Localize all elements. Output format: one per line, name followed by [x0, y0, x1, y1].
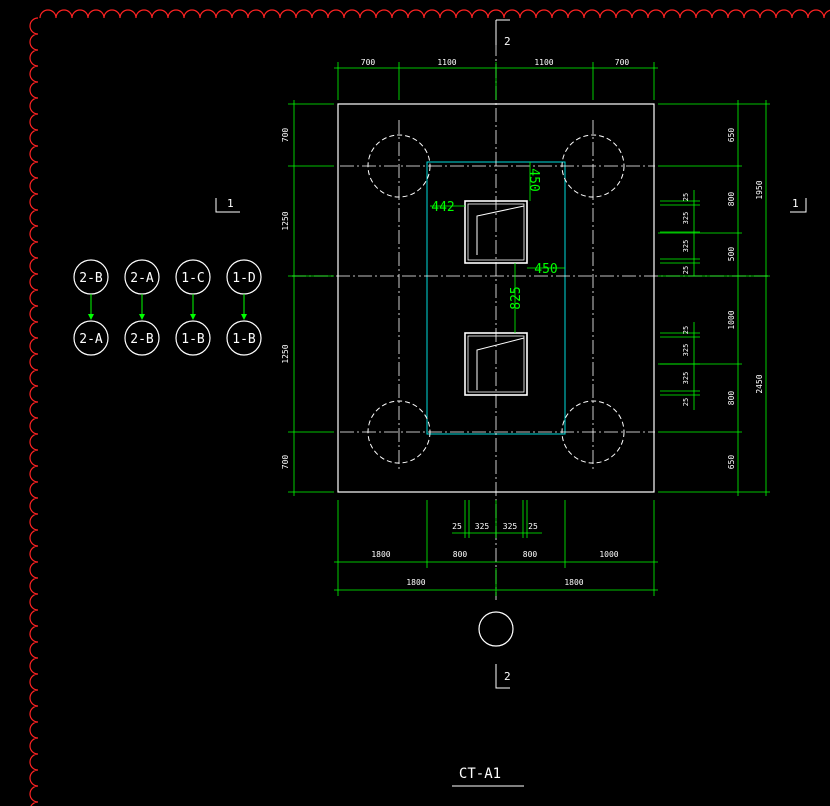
- piles: [367, 134, 625, 464]
- dim-bottom-mid-0: 1800: [371, 550, 390, 559]
- dim-top-2: 1100: [534, 58, 553, 67]
- axis-pair-arrowhead: [190, 314, 196, 320]
- column-top: [464, 200, 528, 264]
- axis-pair-0: 2-B 2-A: [73, 259, 109, 356]
- axis-bubble-bottom: [175, 320, 211, 356]
- dim-inner-825: 825: [509, 286, 524, 309]
- dim-right-small-upper-0: 25: [682, 193, 690, 201]
- axis-bubble-bottom: [478, 611, 514, 647]
- dimension-lines: [288, 62, 770, 596]
- dim-right-inner-3: 1000: [727, 310, 736, 329]
- section-label-right: 1: [792, 197, 799, 210]
- axis-pair-arrowhead: [241, 314, 247, 320]
- dim-top-3: 700: [615, 58, 630, 67]
- revision-cloud-border: [29, 9, 830, 806]
- axis-bubble-label-top: 1-C: [181, 271, 204, 286]
- dim-right-inner-4: 800: [727, 391, 736, 406]
- section-label-left: 1: [227, 197, 234, 210]
- axis-pair-arrowhead: [88, 314, 94, 320]
- pile-top-left: [367, 134, 431, 198]
- axis-bubble-legend: 2-B 2-A 2-A 2-B 1-C 1-B 1-D 1-B: [73, 259, 262, 356]
- dim-inner-442: 442: [431, 200, 454, 215]
- axis-bubble-label-top: 2-B: [79, 271, 103, 286]
- axis-bubble-bottom: [226, 320, 262, 356]
- dim-right-small-lower-2: 325: [682, 372, 690, 385]
- axis-bubble-label-top: 1-D: [232, 271, 256, 286]
- pile-top-right: [561, 134, 625, 198]
- dim-bottom-small-2: 325: [503, 522, 518, 531]
- dim-right-small-upper-2: 325: [682, 240, 690, 253]
- axis-bubble-label-bottom: 1-B: [181, 332, 205, 347]
- dim-left-3: 700: [281, 455, 290, 470]
- axis-pair-3: 1-D 1-B: [226, 259, 262, 356]
- dim-right-small-lower-3: 25: [682, 398, 690, 406]
- drawing-title: CT-A1: [459, 766, 501, 782]
- axis-bubble-bottom: [124, 320, 160, 356]
- dim-right-outer-0: 1950: [755, 180, 764, 199]
- dim-right-small-lower-1: 325: [682, 344, 690, 357]
- section-label-top: 2: [504, 35, 511, 48]
- dim-right-inner-5: 650: [727, 455, 736, 470]
- dim-right-small-upper-3: 25: [682, 266, 690, 274]
- section-markers: [215, 19, 807, 689]
- dim-right-inner-0: 650: [727, 128, 736, 143]
- dim-bottom-total-0: 1800: [406, 578, 425, 587]
- dim-left-0: 700: [281, 128, 290, 143]
- dim-bottom-mid-3: 1000: [599, 550, 618, 559]
- dim-top-0: 700: [361, 58, 376, 67]
- dim-bottom-small-0: 25: [452, 522, 462, 531]
- dim-bottom-mid-2: 800: [523, 550, 538, 559]
- dim-left-2: 1250: [281, 344, 290, 363]
- axis-bubble-label-bottom: 2-B: [130, 332, 154, 347]
- axis-bubble-label-top: 2-A: [130, 271, 154, 286]
- centerlines: [292, 20, 770, 600]
- axis-pair-1: 2-A 2-B: [124, 259, 160, 356]
- section-label-bottom: 2: [504, 670, 511, 683]
- dim-bottom-small-1: 325: [475, 522, 490, 531]
- dim-right-inner-1: 800: [727, 192, 736, 207]
- axis-pair-2: 1-C 1-B: [175, 259, 211, 356]
- dim-bottom-small-3: 25: [528, 522, 538, 531]
- dim-top-1: 1100: [437, 58, 456, 67]
- pile-bottom-left: [367, 400, 431, 464]
- dim-bottom-total-1: 1800: [564, 578, 583, 587]
- axis-bubble-label-bottom: 2-A: [79, 332, 103, 347]
- axis-bubble-bottom: [73, 320, 109, 356]
- dim-right-small-upper-1: 325: [682, 212, 690, 225]
- axis-bubble-label-bottom: 1-B: [232, 332, 256, 347]
- dim-left-1: 1250: [281, 211, 290, 230]
- axis-pair-arrowhead: [139, 314, 145, 320]
- column-bottom: [464, 332, 528, 396]
- dim-right-inner-2: 500: [727, 247, 736, 262]
- dim-right-outer-1: 2450: [755, 374, 764, 393]
- dim-inner-450-horizontal: 450: [534, 262, 557, 277]
- pile-bottom-right: [561, 400, 625, 464]
- dim-inner-450-vertical: 450: [526, 168, 541, 191]
- dim-bottom-mid-1: 800: [453, 550, 468, 559]
- dim-right-small-lower-0: 25: [682, 326, 690, 334]
